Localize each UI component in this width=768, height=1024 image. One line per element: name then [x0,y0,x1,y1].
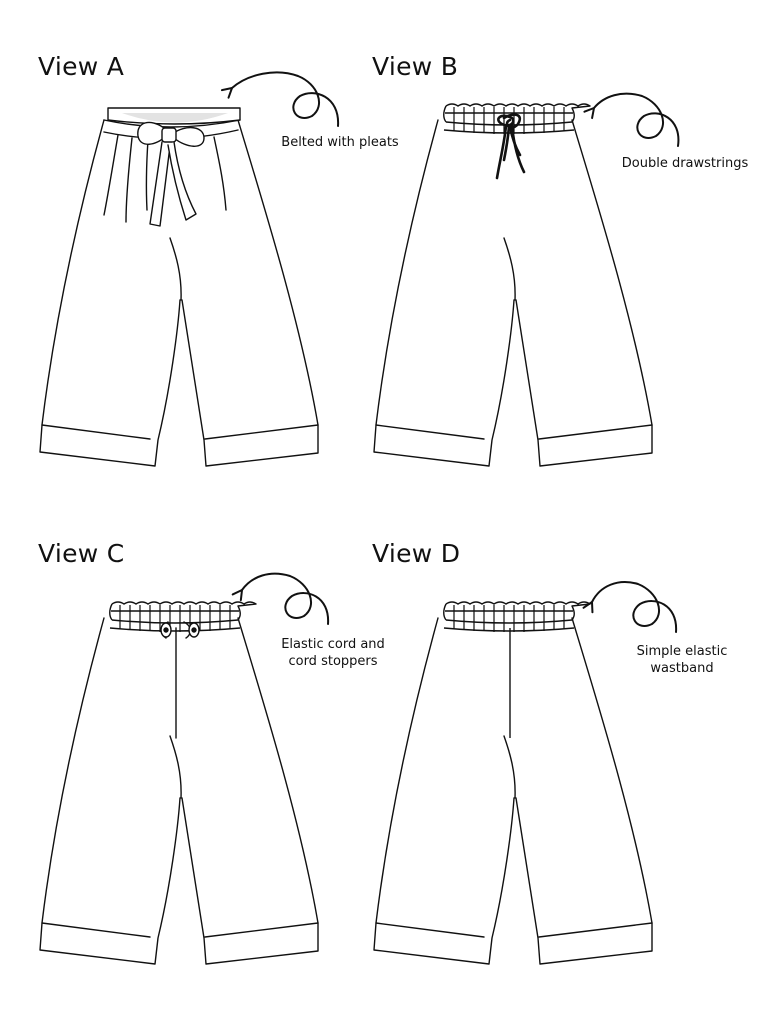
view-c-note-line-2: cord stoppers [288,654,378,669]
view-b-title: View B [372,52,459,81]
view-a-note-line: Belted with pleats [281,135,399,150]
view-d-note-line-2: wastband [650,661,714,676]
view-c-pants [39,601,319,965]
view-c-title: View C [38,539,125,568]
view-a-pants [39,108,319,467]
view-b-pants [373,103,653,467]
view-c-arrow [242,574,328,624]
view-b-note-line: Double drawstrings [621,156,749,171]
view-d-pants [373,601,653,965]
view-a-title: View A [38,52,125,81]
view-d-arrow [592,582,676,632]
view-d-note-line-1: Simple elastic [636,644,728,659]
view-d-note: Simple elastic wastband [632,643,732,677]
view-c-note-line-1: Elastic cord and [281,637,385,652]
view-b-note: Double drawstrings [619,155,751,172]
view-a-arrow [232,72,338,126]
view-c-note: Elastic cord and cord stoppers [276,636,390,670]
view-a-note: Belted with pleats [279,134,401,151]
view-d-title: View D [372,539,461,568]
view-b-arrow [594,94,678,146]
